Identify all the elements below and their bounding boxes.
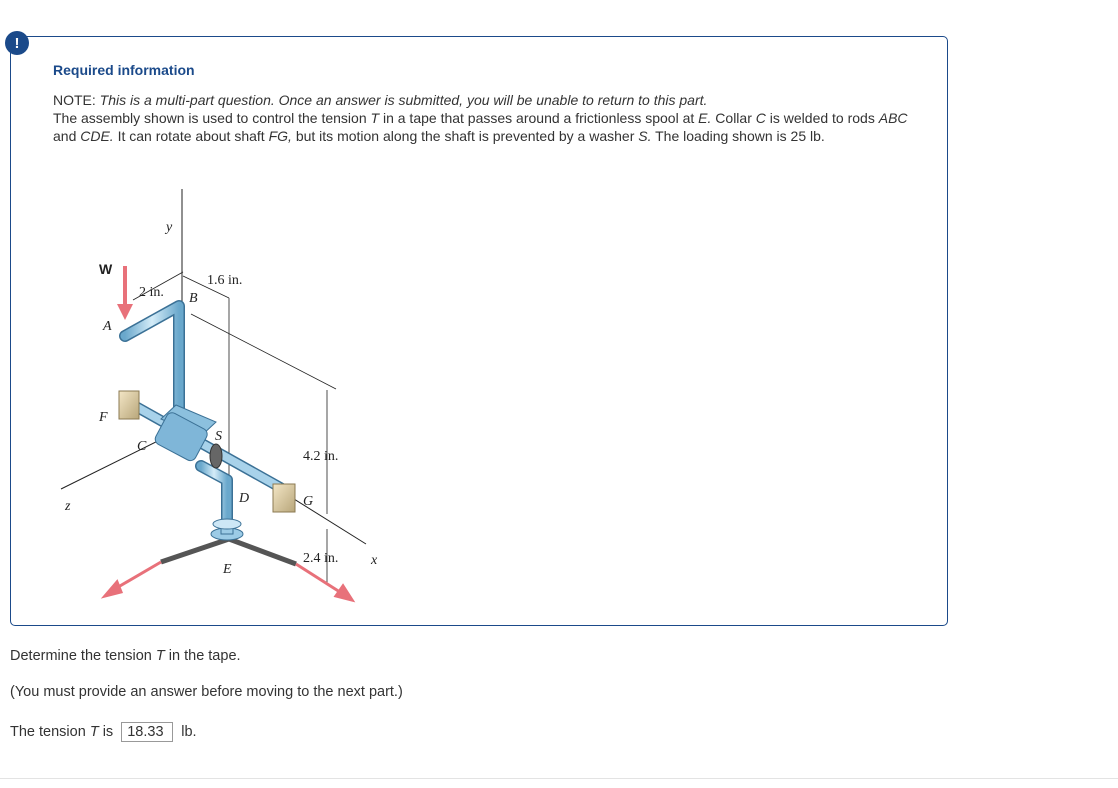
required-information-panel: Required information NOTE: This is a mul… [10, 36, 948, 626]
statement-var: S. [638, 128, 652, 144]
label-b: B [189, 291, 198, 306]
label-z: z [64, 499, 71, 514]
label-f: F [98, 410, 108, 425]
statement-var: FG, [268, 128, 292, 144]
statement-var: ABC [878, 110, 908, 126]
statement-var: CDE. [80, 128, 114, 144]
statement-text: The loading shown is 25 lb. [655, 128, 825, 144]
dim-2-4in: 2.4 in. [303, 551, 338, 566]
label-y: y [164, 220, 173, 235]
note-text: This is a multi-part question. Once an a… [99, 92, 708, 108]
tape [160, 536, 297, 567]
statement-text: but its motion along the shaft is preven… [295, 128, 635, 144]
label-d: D [238, 491, 249, 506]
info-text: NOTE: This is a multi-part question. Onc… [53, 91, 913, 145]
load-arrow [117, 266, 133, 320]
answer-label: is [102, 724, 114, 740]
dimension-lines [132, 271, 337, 584]
label-g: G [303, 494, 313, 509]
statement-var: E. [698, 110, 712, 126]
question-prompt: Determine the tension T in the tape. [10, 648, 241, 664]
label-x: x [370, 553, 378, 568]
answer-label-var: T [89, 724, 99, 740]
dim-2in: 2 in. [139, 285, 164, 300]
note-line: NOTE: This is a multi-part question. Onc… [53, 91, 913, 109]
statement-text: and [53, 128, 77, 144]
rod-abc [119, 300, 185, 452]
assembly-figure: y x z A B C D E F G S W T T 2 in. 1.6 in… [60, 189, 378, 603]
info-title: Required information [53, 62, 195, 78]
instruction-text: (You must provide an answer before movin… [10, 684, 403, 700]
prompt-var: T [155, 648, 165, 664]
label-c: C [137, 439, 147, 454]
statement-var: T [370, 110, 380, 126]
answer-field[interactable]: 18.33 [121, 722, 174, 742]
statement-var: C [755, 110, 766, 126]
label-s: S [215, 429, 222, 444]
label-e: E [222, 562, 232, 577]
answer-label: The tension [10, 724, 86, 740]
dim-1-6in: 1.6 in. [207, 273, 242, 288]
collar [154, 404, 217, 462]
spool [210, 518, 244, 541]
note-label: NOTE: [53, 92, 96, 108]
rod-cde [195, 460, 233, 535]
dim-4-2in: 4.2 in. [303, 449, 338, 464]
tension-arrows [100, 560, 356, 603]
answer-unit: lb. [181, 724, 197, 740]
axes [60, 189, 367, 545]
statement-text: Collar [715, 110, 752, 126]
label-a: A [102, 319, 112, 334]
prompt-text: in the tape. [168, 648, 241, 664]
statement-text: is welded to rods [769, 110, 875, 126]
statement-text: It can rotate about shaft [117, 128, 265, 144]
answer-row: The tension T is 18.33 lb. [10, 722, 197, 742]
bracket-g [272, 483, 296, 513]
statement-text: in a tape that passes around a frictionl… [382, 110, 695, 126]
bracket-f [118, 390, 140, 420]
prompt-text: Determine the tension [10, 648, 152, 664]
shaft-fg [120, 395, 289, 495]
statement-text: The assembly shown is used to control th… [53, 110, 367, 126]
label-w: W [99, 261, 113, 277]
divider [0, 778, 1118, 779]
problem-statement: The assembly shown is used to control th… [53, 109, 913, 145]
alert-icon: ! [5, 31, 29, 55]
washer [209, 443, 223, 469]
